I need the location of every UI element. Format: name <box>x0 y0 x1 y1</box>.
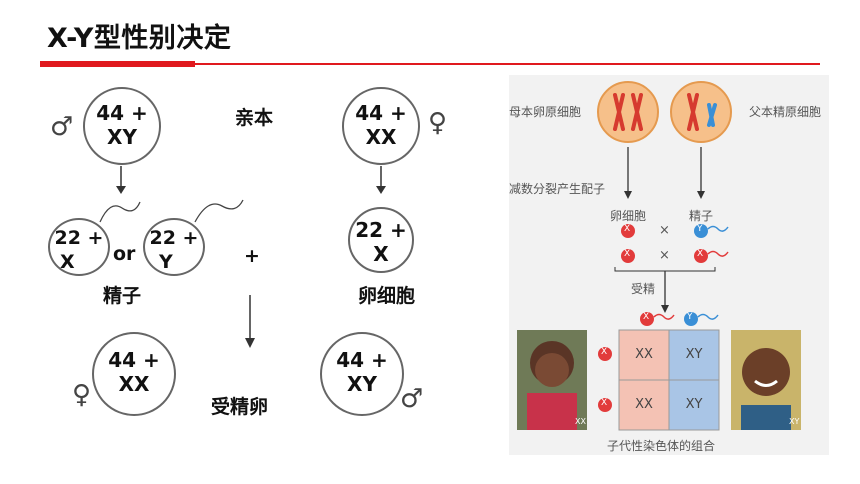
punnett-text-1: XX <box>635 347 653 362</box>
father-label: 父本精原细胞 <box>749 105 822 119</box>
times-2: × <box>659 248 670 263</box>
sperm-y-letter: Y <box>697 224 703 234</box>
zygote-label: 受精卵 <box>211 396 269 418</box>
title-accent-bar <box>40 61 195 67</box>
egg-label: 卵细胞 <box>358 285 416 307</box>
male-zygote-symbol-icon: ♂ <box>400 384 424 414</box>
sperm-x-letter: X <box>697 249 704 259</box>
egg-line1: 22 + <box>355 218 407 242</box>
side-x2-letter: X <box>601 398 608 408</box>
right-figure: 母本卵原细胞 父本精原细胞 减数分裂产生配子 卵细胞 精子 X X Y X × … <box>509 75 829 455</box>
title-underline <box>40 63 820 65</box>
top-x-letter: X <box>643 312 650 322</box>
times-1: × <box>659 223 670 238</box>
zygote-male-line1: 44 + <box>336 348 388 372</box>
female-parent-cell: 44 + XX <box>342 87 420 165</box>
mother-chromosomes-icon <box>613 93 643 131</box>
side-x1-icon <box>598 347 612 361</box>
egg1-icon <box>621 224 635 238</box>
male-parent-line1: 44 + <box>96 101 148 125</box>
sperm-label: 精子 <box>103 285 142 307</box>
arrow-female-down <box>376 166 386 194</box>
mother-label: 母本卵原细胞 <box>509 105 582 119</box>
right-egg-label: 卵细胞 <box>610 209 647 223</box>
parent-label: 亲本 <box>235 107 274 129</box>
sperm-or-label: or <box>113 243 136 265</box>
sperm1-line2: X <box>60 251 75 273</box>
zygote-female-line2: XX <box>118 372 150 396</box>
egg-line2: X <box>373 242 389 266</box>
punnett-cell-3 <box>618 379 670 431</box>
mother-cell-icon <box>597 81 659 143</box>
zygote-female-cell: 44 + XX <box>92 332 176 416</box>
sperm1-cell: 22 + X <box>48 218 110 276</box>
boy-photo-tag: XY <box>789 417 800 426</box>
right-figure-svg <box>517 81 801 431</box>
egg1-letter: X <box>624 224 631 234</box>
sperm1-line1: 22 + <box>54 227 104 249</box>
punnett-cell-4 <box>668 379 720 431</box>
female-symbol-icon: ♀ <box>428 108 448 138</box>
zygote-female-line1: 44 + <box>108 348 160 372</box>
sperm-y-icon <box>694 224 708 238</box>
punnett-text-3: XX <box>635 397 653 412</box>
egg-cell: 22 + X <box>348 207 414 273</box>
father-chromosomes-icon <box>687 93 717 131</box>
figure-caption: 子代性染色体的组合 <box>607 439 716 453</box>
sperm-x-icon <box>694 249 708 263</box>
gamete-bracket <box>614 267 716 272</box>
arrow-male-down <box>116 166 126 194</box>
side-x1-letter: X <box>601 347 608 357</box>
sperm2-cell: 22 + Y <box>143 218 205 276</box>
meiosis-label: 减数分裂产生配子 <box>509 182 606 196</box>
punnett-text-2: XY <box>685 347 703 362</box>
father-cell-icon <box>670 81 732 143</box>
top-y-letter: Y <box>687 312 693 322</box>
male-parent-cell: 44 + XY <box>83 87 161 165</box>
sperm2-tail <box>194 199 244 223</box>
left-arrows-svg <box>99 166 386 348</box>
arrow-fertilization-down <box>245 295 255 348</box>
right-sperm-label: 精子 <box>689 209 714 223</box>
male-parent-line2: XY <box>107 125 137 149</box>
top-y-icon <box>684 312 698 326</box>
sperm2-line1: 22 + <box>149 227 199 249</box>
female-zygote-symbol-icon: ♀ <box>72 380 92 410</box>
plus-sign: + <box>244 245 260 267</box>
zygote-male-line2: XY <box>347 372 377 396</box>
sperm1-tail <box>99 201 141 223</box>
punnett-text-4: XY <box>685 397 703 412</box>
male-symbol-icon: ♂ <box>50 112 74 142</box>
fertilization-label: 受精 <box>631 282 656 296</box>
page-title: X-Y型性别决定 <box>47 23 232 54</box>
side-x2-icon <box>598 398 612 412</box>
punnett-cell-1 <box>618 329 670 381</box>
female-parent-line1: 44 + <box>355 101 407 125</box>
egg2-icon <box>621 249 635 263</box>
egg2-letter: X <box>624 249 631 259</box>
zygote-male-cell: 44 + XY <box>320 332 404 416</box>
sperm2-line2: Y <box>159 251 173 273</box>
girl-photo-tag: XX <box>575 417 586 426</box>
top-x-icon <box>640 312 654 326</box>
female-parent-line2: XX <box>365 125 397 149</box>
